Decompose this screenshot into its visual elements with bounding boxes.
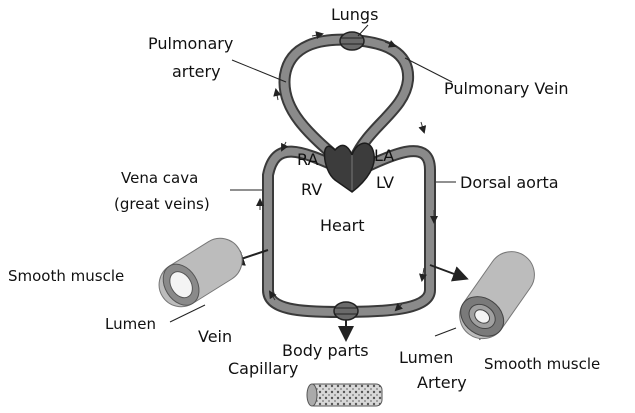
- label-vena-cava-line2: (great veins): [114, 196, 210, 213]
- label-lumen-right: Lumen: [399, 349, 453, 366]
- label-pulmonary-artery-line2: artery: [172, 63, 221, 80]
- label-lv: LV: [376, 174, 394, 191]
- label-artery: Artery: [417, 374, 467, 391]
- label-vena-cava-line1: Vena cava: [121, 170, 198, 187]
- label-la: LA: [374, 147, 394, 164]
- label-pulmonary-artery-line1: Pulmonary: [148, 35, 233, 52]
- label-lumen-left: Lumen: [105, 316, 156, 333]
- label-lungs: Lungs: [331, 6, 378, 23]
- label-pulmonary-vein: Pulmonary Vein: [444, 80, 569, 97]
- label-capillary: Capillary: [228, 360, 298, 377]
- heart-shape: [324, 143, 374, 192]
- label-smooth-muscle-left: Smooth muscle: [8, 268, 124, 285]
- label-ra: RA: [297, 151, 318, 168]
- capillary-block: [307, 384, 382, 406]
- label-heart: Heart: [320, 217, 365, 234]
- artery-cross-section: [451, 243, 544, 348]
- label-dorsal-aorta: Dorsal aorta: [460, 174, 559, 191]
- label-smooth-muscle-right: Smooth muscle: [484, 356, 600, 373]
- label-vein: Vein: [198, 328, 232, 345]
- lung-capillary-bed: [340, 32, 364, 50]
- label-body-parts: Body parts: [282, 342, 369, 359]
- label-rv: RV: [301, 181, 322, 198]
- body-capillary-bed: [334, 302, 358, 320]
- vein-cross-section: [151, 230, 251, 315]
